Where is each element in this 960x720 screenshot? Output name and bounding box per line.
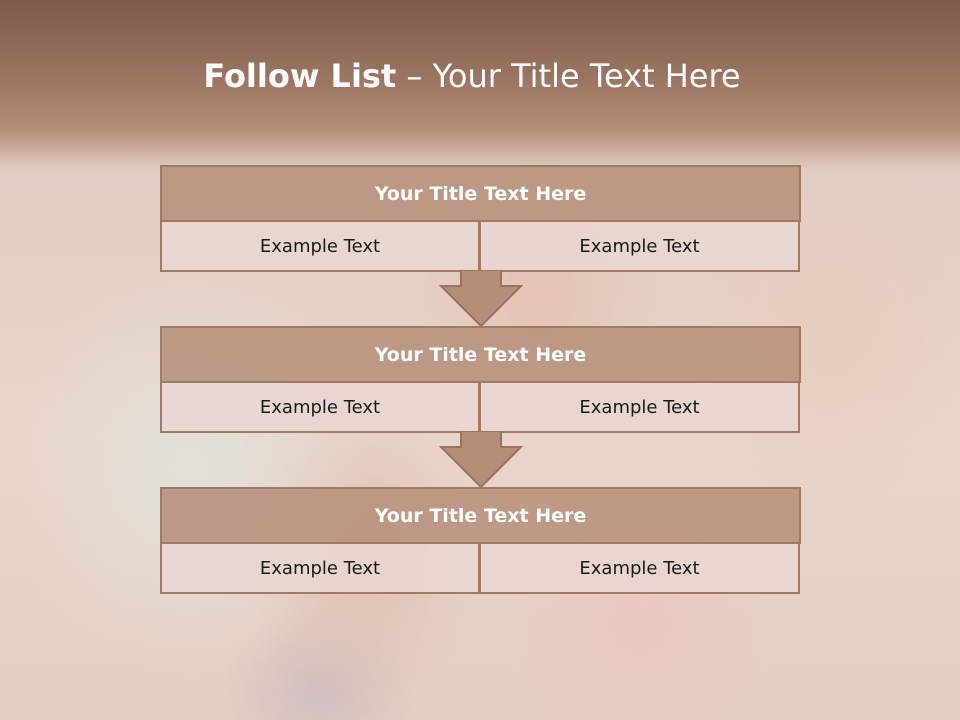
block-cell-left: Example Text (160, 383, 480, 433)
block-cell-left: Example Text (160, 222, 480, 272)
block-cell-right: Example Text (479, 383, 800, 433)
block-cells: Example Text Example Text (160, 222, 801, 272)
block-title: Your Title Text Here (160, 487, 801, 544)
slide-title: Follow List – Your Title Text Here (0, 54, 944, 98)
block-title: Your Title Text Here (160, 326, 801, 383)
down-arrow-icon (438, 270, 524, 328)
block-cell-right: Example Text (479, 222, 800, 272)
list-block-1: Your Title Text Here Example Text Exampl… (160, 165, 801, 272)
block-cells: Example Text Example Text (160, 544, 801, 594)
list-block-3: Your Title Text Here Example Text Exampl… (160, 487, 801, 594)
slide-title-bold: Follow List (203, 57, 397, 95)
block-cell-right: Example Text (479, 544, 800, 594)
block-title: Your Title Text Here (160, 165, 801, 222)
list-block-2: Your Title Text Here Example Text Exampl… (160, 326, 801, 433)
slide-title-rest: – Your Title Text Here (406, 57, 741, 95)
block-cells: Example Text Example Text (160, 383, 801, 433)
block-cell-left: Example Text (160, 544, 480, 594)
header-band (0, 0, 960, 170)
down-arrow-icon (438, 431, 524, 489)
